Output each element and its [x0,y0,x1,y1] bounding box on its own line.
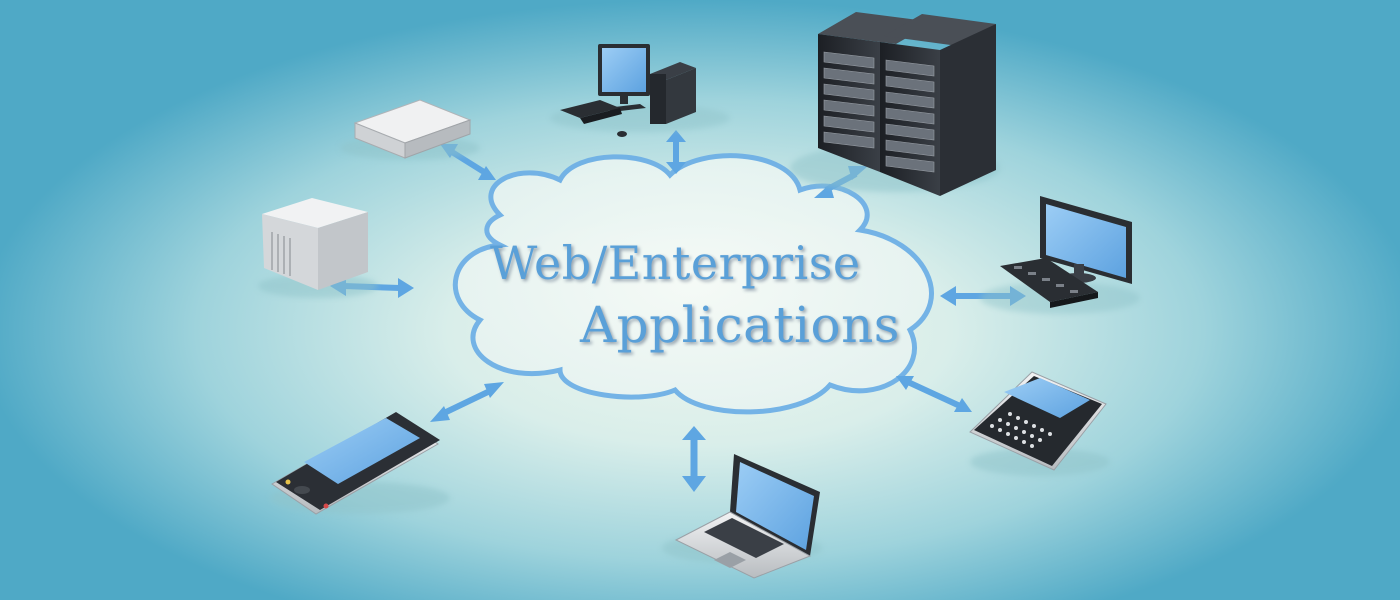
cloud-shape [452,153,934,415]
title-line-2: Applications [580,296,900,354]
server-rack-icon [790,12,1000,196]
monitor-keyboard-icon [980,196,1140,314]
arrow-smartphone [430,382,504,422]
arrow-desktop-top [666,130,686,174]
smartphone-icon [270,412,450,515]
qwerty-phone-icon [969,371,1110,476]
title-line-1: Web/Enterprise [490,236,861,290]
tower-server-icon [258,198,378,298]
arrow-qwerty-phone [896,376,972,412]
desktop-computer-icon [550,44,730,137]
set-top-box-icon [340,99,480,160]
laptop-icon [662,454,822,579]
arrow-laptop [682,426,706,492]
